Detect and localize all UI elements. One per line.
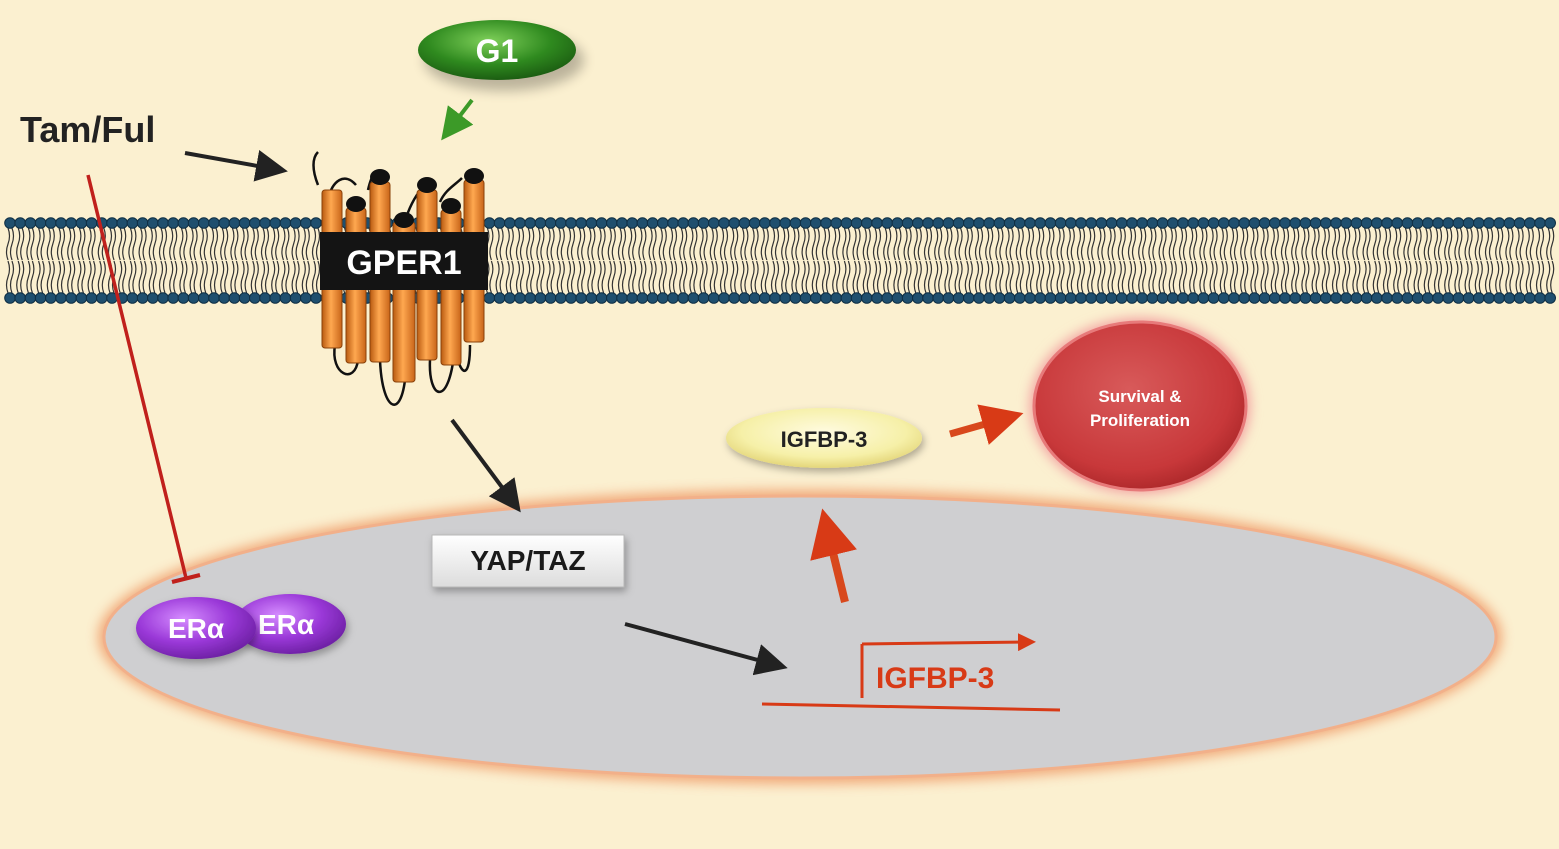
era-label-1: ERα — [168, 613, 224, 644]
igfbp3-gene-label: IGFBP-3 — [876, 662, 994, 695]
igfbp3-to-survival-arrow — [949, 404, 1024, 445]
gper1-label-box — [320, 232, 488, 290]
tam-ful-activation-arrow — [184, 150, 288, 182]
yap-taz-label: YAP/TAZ — [470, 545, 585, 576]
survival-label-line2: Proliferation — [1090, 411, 1190, 430]
g1-ligand: G1 — [418, 20, 584, 91]
yap-taz-box — [431, 534, 625, 588]
survival-label-line1: Survival & — [1098, 387, 1181, 406]
era-dimer: ERα ERα — [136, 594, 346, 659]
igfbp3-protein-label: IGFBP-3 — [781, 427, 868, 452]
g1-label: G1 — [476, 33, 519, 69]
era-label-2: ERα — [258, 609, 314, 640]
survival-proliferation-node: Survival & Proliferation — [1030, 318, 1250, 494]
gper1-label: GPER1 — [346, 244, 461, 282]
igfbp3-protein — [726, 408, 922, 468]
gper1-receptor: GPER1 — [312, 151, 488, 406]
igfbp3-gene: IGFBP-3 — [761, 633, 1061, 712]
tam-ful-label: Tam/Ful — [20, 109, 155, 150]
tam-ful-inhibition-line — [86, 174, 201, 584]
g1-activation-arrow — [441, 98, 474, 141]
igfbp3-expression-arrow — [810, 508, 857, 603]
yap-to-igfbp3-gene-arrow — [624, 622, 788, 676]
gper1-to-yap-arrow — [450, 418, 521, 513]
